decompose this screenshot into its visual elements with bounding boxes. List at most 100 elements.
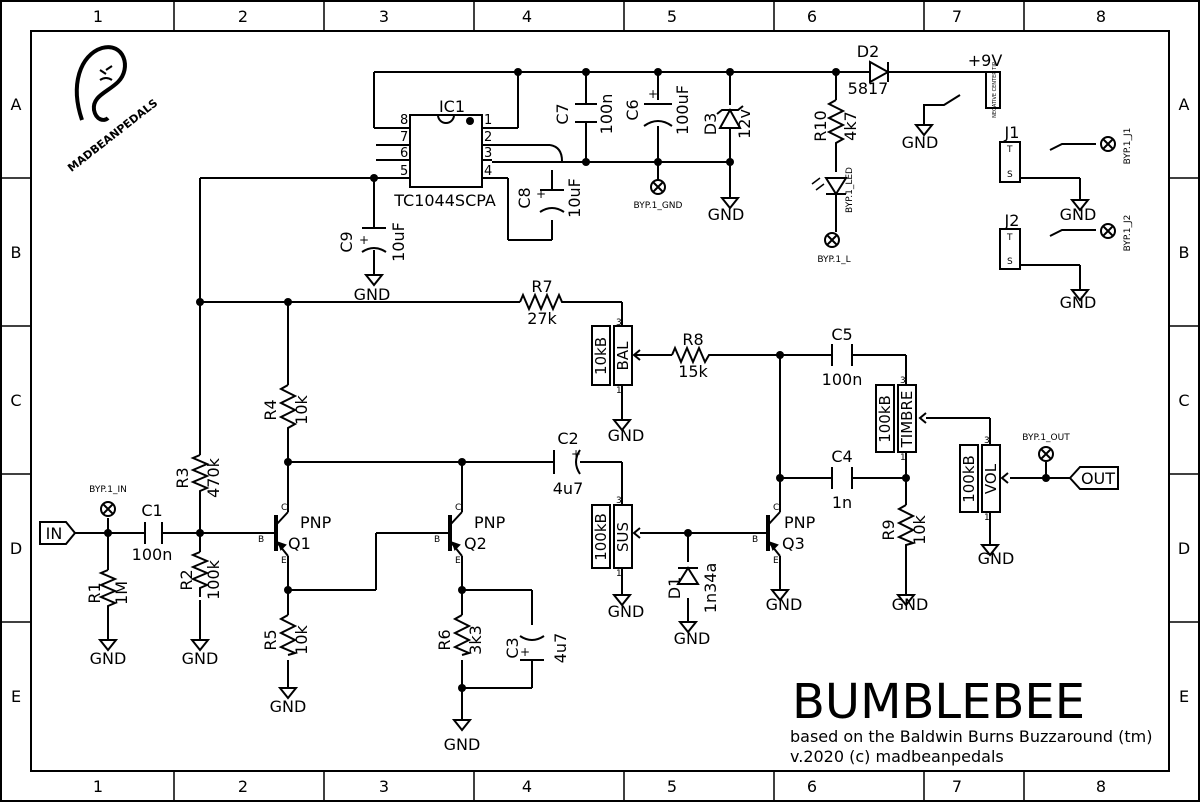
ic-pin: 4 (484, 164, 492, 179)
ic-pin: 7 (400, 130, 408, 145)
row-label: C (1178, 391, 1189, 410)
subtitle-line2: v.2020 (c) madbeanpedals (790, 747, 1004, 766)
pot-vol-value: 100kB (960, 455, 978, 503)
gnd-label: GND (354, 285, 391, 304)
col-label: 5 (667, 7, 677, 26)
svg-text:E: E (281, 556, 287, 566)
svg-text:R3: R3 (173, 467, 192, 488)
port-out: OUT (1068, 466, 1119, 490)
svg-text:C6: C6 (623, 99, 642, 120)
potentiometers (591, 325, 1009, 569)
title: BUMBLEBEE (792, 674, 1085, 730)
col-label: 4 (522, 777, 532, 796)
transistor-q3 (750, 505, 781, 563)
transistor-q2 (430, 505, 463, 563)
svg-text:PNP: PNP (784, 513, 816, 532)
gnd-label: GND (978, 549, 1015, 568)
gnd-label: GND (182, 649, 219, 668)
pot-pin-numbers: 31 31 31 31 (616, 318, 990, 579)
svg-text:E: E (773, 556, 779, 566)
ic-pin: 5 (400, 164, 408, 179)
svg-text:D2: D2 (857, 42, 880, 61)
pot-vol-name: VOL (982, 463, 1000, 494)
diode-d2 (869, 60, 891, 84)
diode-d3 (716, 105, 744, 129)
ic-pin: 1 (484, 113, 492, 128)
col-label: 1 (93, 777, 103, 796)
resistor-r1 (98, 569, 118, 612)
svg-text:C: C (455, 503, 461, 513)
ic-name: IC1 (439, 97, 465, 116)
svg-text:Q2: Q2 (464, 534, 487, 553)
gnd-label: GND (766, 595, 803, 614)
svg-text:100uF: 100uF (673, 85, 692, 135)
pad-in (100, 501, 116, 517)
col-label: 1 (93, 7, 103, 26)
capacitors (144, 103, 853, 661)
svg-text:D3: D3 (701, 113, 720, 136)
svg-text:10uF: 10uF (565, 178, 584, 218)
pot-sus (591, 504, 641, 569)
svg-text:3: 3 (616, 318, 622, 328)
gnd-label: GND (1060, 293, 1097, 312)
svg-text:PNP: PNP (474, 513, 506, 532)
resistor-r3 (190, 454, 210, 497)
ic-pin: 8 (400, 113, 408, 128)
svg-text:10uF: 10uF (389, 222, 408, 262)
svg-text:1n: 1n (832, 493, 852, 512)
svg-text:3: 3 (984, 436, 990, 446)
capacitor-c4 (831, 467, 853, 489)
col-label: 8 (1096, 777, 1106, 796)
pad-out (1038, 446, 1054, 462)
svg-text:4u7: 4u7 (551, 633, 570, 664)
row-label: C (10, 391, 21, 410)
svg-text:15k: 15k (678, 362, 708, 381)
svg-text:C1: C1 (141, 501, 162, 520)
capacitor-c1 (144, 522, 163, 544)
resistor-r7 (519, 292, 568, 312)
junctions (104, 68, 1050, 692)
svg-text:R1: R1 (85, 582, 104, 603)
pad-l-label: BYP.1_L (817, 255, 850, 265)
row-label: B (1179, 243, 1190, 262)
ground-labels: GND GND GND GND GND GND GND GND GND GND … (90, 133, 1097, 754)
svg-text:+: + (571, 447, 581, 461)
port-in: IN (39, 521, 77, 545)
svg-text:C7: C7 (553, 103, 572, 124)
gnd-label: GND (444, 735, 481, 754)
capacitor-c9 (361, 227, 387, 253)
gnd-label: GND (90, 649, 127, 668)
gnd-label: GND (708, 205, 745, 224)
svg-text:4u7: 4u7 (553, 479, 584, 498)
svg-text:D1: D1 (665, 577, 684, 600)
subtitle-line1: based on the Baldwin Burns Buzzaround (t… (790, 727, 1152, 746)
jack-j1-name: J1 (1004, 123, 1020, 142)
svg-text:3: 3 (616, 496, 622, 506)
component-labels: R1 1M R2 100k R3 470k R4 10k R5 10k R6 3… (85, 42, 929, 663)
svg-text:B: B (434, 535, 440, 545)
ic-part: TC1044SCPA (393, 191, 496, 210)
pot-timbre-name: TIMBRE (898, 391, 916, 449)
col-label: 8 (1096, 7, 1106, 26)
pad-labels: BYP.1_IN BYP.1_OUT BYP.1_GND BYP.1_L BYP… (89, 128, 1133, 495)
title-block: BUMBLEBEE based on the Baldwin Burns Buz… (790, 674, 1152, 766)
resistors (98, 99, 916, 656)
power-jack-note: NEGATIVE CENTER TIP (992, 62, 998, 118)
pot-sus-name: SUS (614, 522, 632, 552)
svg-text:10k: 10k (910, 514, 929, 544)
pot-vol (959, 444, 1009, 513)
svg-text:T: T (1006, 145, 1013, 155)
diodes (676, 60, 891, 585)
pot-timbre (875, 384, 927, 453)
svg-text:1M: 1M (112, 581, 131, 605)
svg-text:1: 1 (616, 386, 622, 396)
ic-pin: 3 (484, 146, 492, 161)
supply-label: +9V (968, 51, 1003, 70)
diode-d1 (676, 566, 700, 585)
col-label: 6 (807, 7, 817, 26)
port-out-label: OUT (1081, 469, 1115, 488)
svg-text:10k: 10k (292, 394, 311, 424)
transistor-q1 (268, 505, 289, 563)
col-label: 3 (379, 777, 389, 796)
svg-text:1: 1 (900, 453, 906, 463)
